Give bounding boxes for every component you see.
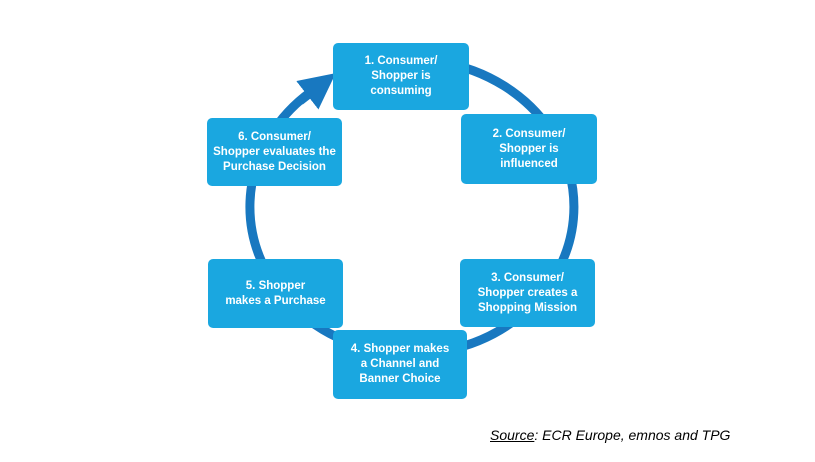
step-2-influenced: 2. Consumer/ Shopper is influenced: [461, 114, 597, 184]
step-6-evaluate-decision: 6. Consumer/ Shopper evaluates the Purch…: [207, 118, 342, 186]
step-1-consuming: 1. Consumer/ Shopper is consuming: [333, 43, 469, 110]
source-citation: Source: ECR Europe, emnos and TPG: [490, 427, 730, 443]
cycle-arrow: [296, 73, 336, 110]
step-3-shopping-mission: 3. Consumer/ Shopper creates a Shopping …: [460, 259, 595, 327]
source-label: Source: [490, 427, 535, 443]
step-5-purchase: 5. Shopper makes a Purchase: [208, 259, 343, 328]
step-4-channel-banner-choice: 4. Shopper makes a Channel and Banner Ch…: [333, 330, 467, 399]
source-text: : ECR Europe, emnos and TPG: [534, 427, 731, 443]
